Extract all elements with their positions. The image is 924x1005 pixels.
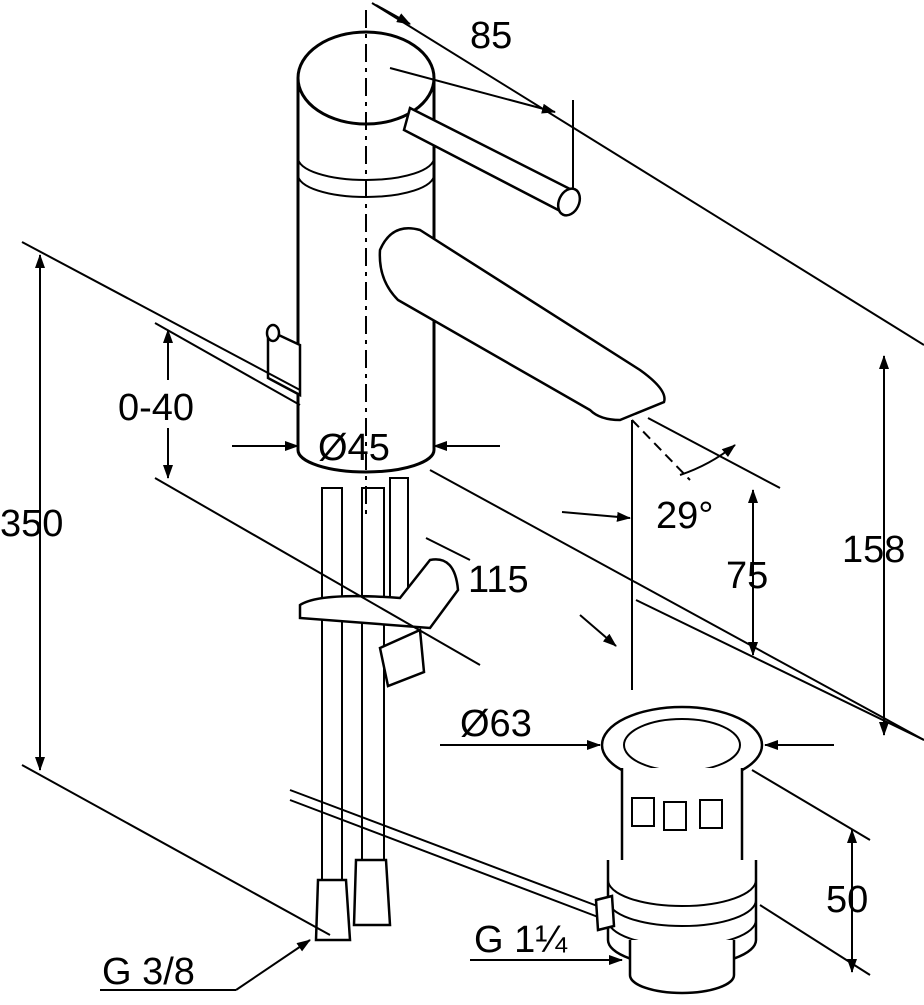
label-115: 115 bbox=[468, 559, 529, 601]
waste-unit bbox=[594, 705, 764, 995]
dimension-50 bbox=[751, 769, 871, 976]
label-50: 50 bbox=[826, 879, 868, 921]
dimension-115 bbox=[425, 420, 924, 741]
label-158: 158 bbox=[842, 529, 905, 571]
dimension-350 bbox=[21, 241, 331, 936]
faucet-body bbox=[296, 10, 436, 520]
label-g-1-1-4: G 1¼ bbox=[474, 919, 568, 961]
label-g-3-8: G 3/8 bbox=[102, 951, 195, 993]
mounting-bracket bbox=[298, 558, 460, 688]
label-diameter-45: Ø45 bbox=[318, 427, 390, 469]
pop-up-rod bbox=[265, 323, 302, 398]
dimension-g38-leader bbox=[100, 939, 311, 991]
dimension-29-degrees bbox=[631, 417, 781, 489]
supply-hoses bbox=[314, 477, 409, 942]
dimension-0-40 bbox=[154, 322, 481, 666]
label-85: 85 bbox=[470, 15, 512, 57]
spout bbox=[378, 227, 666, 422]
label-75: 75 bbox=[726, 555, 768, 597]
waste-linkage-rod bbox=[289, 789, 609, 921]
label-0-40: 0-40 bbox=[118, 387, 194, 429]
dimension-75 bbox=[635, 489, 924, 741]
dimension-85 bbox=[371, 2, 924, 346]
lever-handle bbox=[402, 106, 582, 217]
label-29-degrees: 29° bbox=[656, 495, 713, 537]
label-diameter-63: Ø63 bbox=[460, 703, 532, 745]
label-350: 350 bbox=[0, 503, 63, 545]
